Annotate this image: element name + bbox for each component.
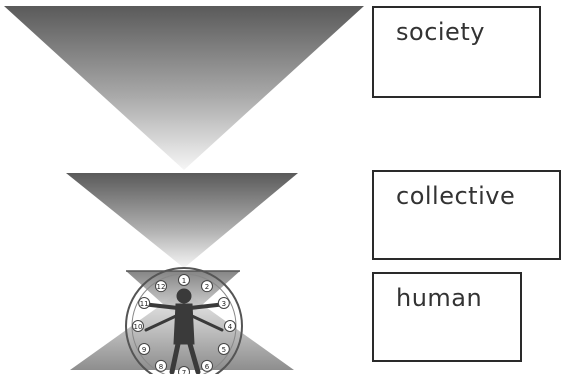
circle-number-5: 5: [218, 344, 229, 355]
society-triangle: [4, 6, 364, 170]
svg-text:7: 7: [182, 369, 186, 374]
svg-text:5: 5: [222, 346, 226, 354]
svg-text:8: 8: [159, 363, 163, 371]
svg-text:9: 9: [142, 346, 146, 354]
svg-text:10: 10: [134, 323, 143, 331]
circle-number-1: 1: [179, 275, 190, 286]
svg-text:11: 11: [140, 300, 149, 308]
circle-number-7: 7: [179, 367, 190, 374]
collective-label-box: collective: [372, 170, 561, 260]
circle-number-6: 6: [202, 360, 213, 371]
society-label: society: [396, 18, 485, 46]
collective-label: collective: [396, 182, 515, 210]
svg-text:12: 12: [157, 283, 166, 291]
circle-number-8: 8: [156, 360, 167, 371]
circle-number-10: 10: [133, 321, 144, 332]
circle-number-12: 12: [156, 281, 167, 292]
svg-text:3: 3: [222, 300, 226, 308]
svg-text:4: 4: [228, 323, 233, 331]
circle-number-4: 4: [225, 321, 236, 332]
human-label-box: human: [372, 272, 522, 362]
society-label-box: society: [372, 6, 541, 98]
circle-number-11: 11: [139, 298, 150, 309]
svg-text:2: 2: [205, 283, 209, 291]
circle-number-9: 9: [139, 344, 150, 355]
svg-text:6: 6: [205, 363, 210, 371]
svg-text:1: 1: [182, 277, 186, 285]
circle-number-3: 3: [218, 298, 229, 309]
circle-number-2: 2: [202, 281, 213, 292]
human-label: human: [396, 284, 482, 312]
collective-triangle: [66, 173, 298, 268]
